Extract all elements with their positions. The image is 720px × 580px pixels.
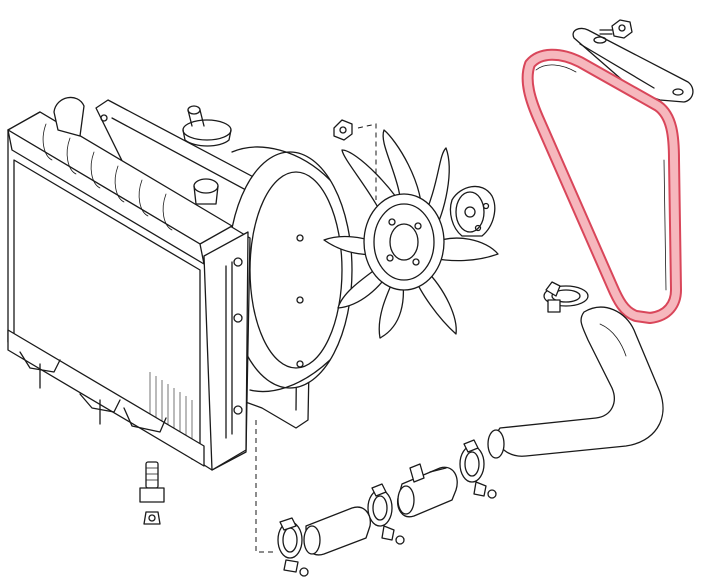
lower-hose	[303, 506, 371, 556]
fan-pulley	[449, 185, 496, 237]
hose-clamp-mid	[459, 439, 497, 499]
hose-leader-line	[255, 420, 276, 553]
cooling-fan	[323, 129, 499, 339]
drive-belt	[521, 48, 682, 324]
fan-nut	[333, 119, 377, 200]
radiator-cap	[182, 105, 232, 147]
radiator	[7, 96, 251, 471]
hose-clamp-lower-left	[277, 517, 309, 577]
hose-clamp-upper	[543, 281, 589, 313]
bracket-bolt	[599, 19, 633, 39]
hose-clamp-lower-right	[367, 483, 405, 545]
adjusting-bracket	[572, 27, 694, 103]
upper-hose	[487, 306, 664, 459]
drain-cock	[139, 461, 165, 525]
water-pipe	[396, 463, 458, 518]
